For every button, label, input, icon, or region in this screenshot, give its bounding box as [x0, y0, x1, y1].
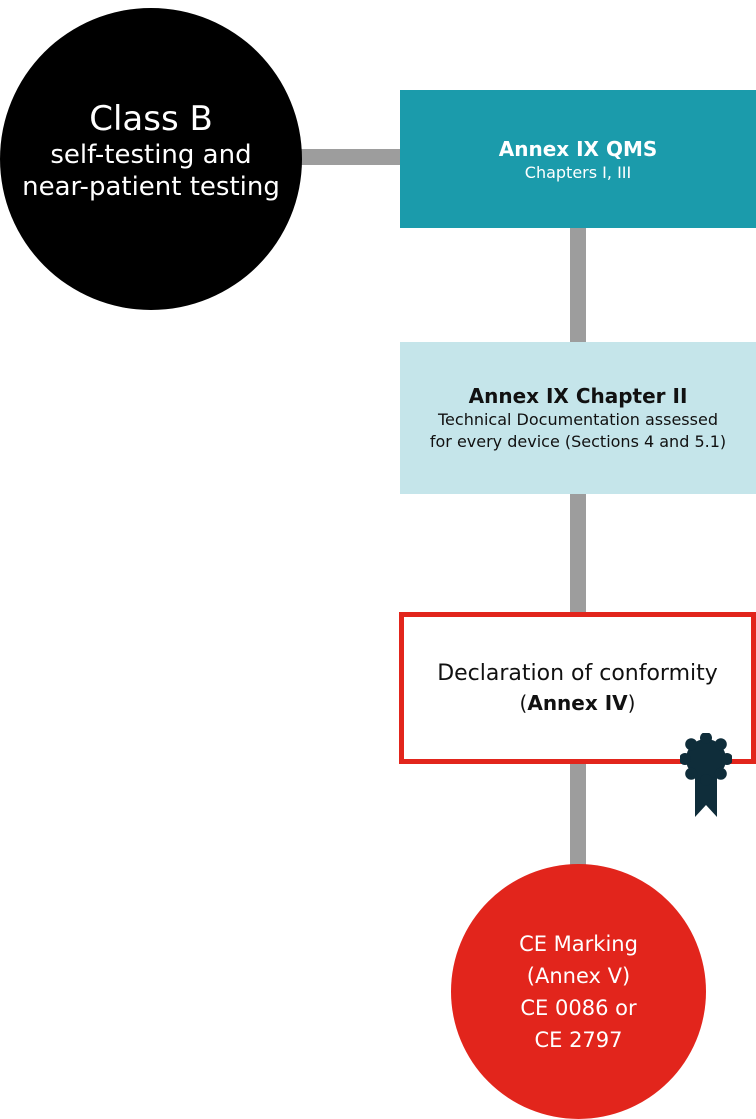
declaration-annex: (Annex IV) — [520, 689, 636, 717]
ce-line-1: CE Marking — [519, 931, 638, 956]
connector-declaration-to-ce — [570, 762, 586, 870]
award-rosette-icon — [680, 733, 732, 817]
annex-ix-qms-box: Annex IX QMS Chapters I, III — [400, 90, 756, 228]
class-title: Class B — [89, 99, 213, 139]
connector-class-to-qms — [295, 149, 405, 165]
declaration-title: Declaration of conformity — [437, 661, 718, 686]
declaration-annex-label: Annex IV — [527, 691, 628, 715]
annex-ix-chapter2-box: Annex IX Chapter II Technical Documentat… — [400, 342, 756, 494]
ce-line-4: CE 2797 — [534, 1027, 623, 1052]
ce-line-2: (Annex V) — [526, 963, 631, 988]
chapter2-heading: Annex IX Chapter II — [468, 384, 688, 408]
connector-chapter2-to-declaration — [570, 490, 586, 613]
ce-line-3: CE 0086 or — [520, 995, 637, 1020]
class-subtitle: self-testing and near-patient testing — [22, 140, 280, 202]
class-b-node: Class B self-testing and near-patient te… — [0, 8, 302, 310]
qms-text: Chapters I, III — [524, 163, 632, 182]
chapter2-text: Technical Documentation assessed for eve… — [429, 410, 727, 451]
qms-heading: Annex IX QMS — [498, 137, 658, 161]
declaration-close-paren: ) — [627, 691, 636, 715]
connector-qms-to-chapter2 — [570, 226, 586, 344]
declaration-open-paren: ( — [519, 691, 528, 715]
declaration-of-conformity-box: Declaration of conformity (Annex IV) — [399, 612, 756, 764]
ce-marking-node: CE Marking (Annex V) CE 0086 or CE 2797 — [451, 864, 706, 1119]
